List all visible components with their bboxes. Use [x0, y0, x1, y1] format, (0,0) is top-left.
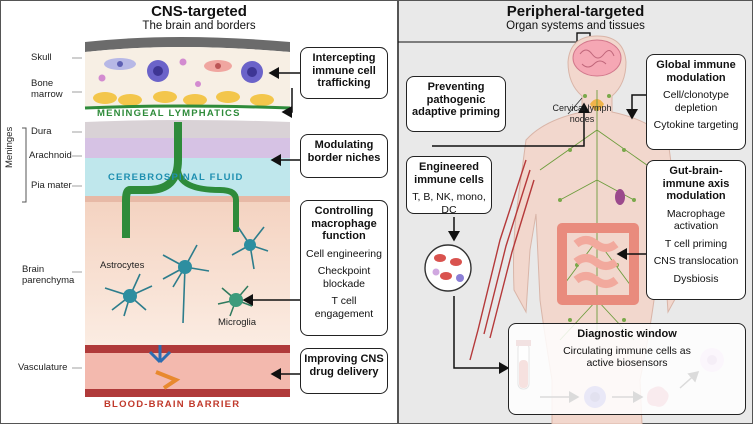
csf-label: CEREBROSPINAL FLUID: [108, 172, 244, 183]
left-arrows: [242, 67, 300, 380]
marrow-cells: [93, 58, 274, 106]
layer-ticks: [72, 57, 82, 369]
intestine-organ: [557, 223, 639, 305]
controlling-title: Controlling macrophage function: [311, 205, 377, 242]
engineered-title: Engineered immune cells: [414, 161, 484, 186]
microglia-body: [229, 293, 243, 307]
cell-engineering-item: Cell engineering: [306, 247, 382, 260]
diagnostic-title: Diagnostic window: [577, 328, 677, 340]
gut-item-4: Dysbiosis: [673, 272, 719, 285]
checkpoint-item: Checkpoint blockade: [317, 265, 371, 290]
engineered-box: Engineered immune cells T, B, NK, mono, …: [406, 156, 492, 216]
arachnoid-layer: [85, 138, 290, 158]
peripheral-subtitle: Organ systems and tissues: [506, 20, 645, 32]
bbb-label: BLOOD-BRAIN BARRIER: [104, 399, 241, 410]
astrocyte-body: [123, 289, 137, 303]
astrocyte-cells: [104, 226, 269, 324]
meninges-bracket: [22, 127, 27, 203]
meningeal-line: [84, 104, 291, 110]
meninges-label: Meninges: [4, 126, 15, 168]
parenchyma-label: Brain parenchyma: [22, 264, 75, 286]
skull-bone: [85, 37, 290, 52]
gut-item-3: CNS translocation: [653, 255, 739, 267]
global-item-1: Cell/clonotype depletion: [663, 89, 729, 114]
dura-layer: [85, 120, 290, 138]
skull-label: Skull: [31, 52, 52, 63]
blood-sample-circle: [424, 244, 472, 292]
controlling-box: Controlling macrophage function Cell eng…: [300, 200, 388, 336]
preventing-title: Preventing pathogenic adaptive priming: [411, 81, 501, 118]
blood-cells: [432, 254, 464, 282]
gut-title: Gut-brain-immune axis modulation: [662, 165, 730, 202]
bone-marrow-region: [85, 47, 290, 108]
global-item-2: Cytokine targeting: [653, 119, 739, 131]
gut-item-2: T cell priming: [664, 237, 728, 250]
cns-title: CNS-targeted: [151, 3, 247, 20]
improving-box: Improving CNS drug delivery: [300, 348, 388, 394]
cervical-label: Cervical lymph nodes: [552, 103, 612, 124]
spleen-organ: [615, 189, 625, 205]
antibody-icon: [148, 345, 181, 390]
lymphatic-branch: [175, 169, 239, 232]
diagnostic-subtitle: Circulating immune cells as active biose…: [563, 344, 691, 370]
meningeal-lymphatics-label: MENINGEAL LYMPHATICS: [97, 108, 241, 119]
dura-label: Dura: [31, 126, 52, 137]
astrocytes-label: Astrocytes: [100, 260, 145, 271]
gut-item-1: Macrophage activation: [666, 207, 726, 233]
tcell-engagement-item: T cell engagement: [314, 295, 374, 320]
microglia-label: Microglia: [218, 317, 257, 328]
vessel-lumen: [85, 353, 290, 389]
preventing-box: Preventing pathogenic adaptive priming: [406, 76, 506, 132]
engineered-subtitle: T, B, NK, mono, DC: [412, 191, 486, 216]
vasculature-label: Vasculature: [18, 362, 68, 373]
peripheral-title: Peripheral-targeted: [506, 3, 645, 20]
intercepting-title: Intercepting immune cell trafficking: [312, 52, 376, 89]
modulating-box: Modulating border niches: [300, 134, 388, 178]
modulating-title: Modulating border niches: [307, 139, 381, 164]
astrocyte-body: [244, 239, 256, 251]
cervical-pointer: [567, 97, 583, 115]
global-box: Global immune modulation Cell/clonotype …: [646, 54, 746, 150]
vessel-wall-top: [85, 345, 290, 353]
vessel-wall-bottom: [85, 389, 290, 397]
astrocyte-body: [178, 260, 192, 274]
diagnostic-box: Diagnostic window Circulating immune cel…: [508, 323, 746, 415]
cns-subtitle: The brain and borders: [142, 20, 256, 32]
improving-title: Improving CNS drug delivery: [304, 353, 384, 378]
arm-vessels: [469, 159, 535, 361]
pia-layer: [85, 196, 290, 202]
bone-marrow-label: Bone marrow: [31, 78, 63, 100]
intercepting-box: Intercepting immune cell trafficking: [300, 47, 388, 99]
brain-folds: [579, 49, 615, 68]
pia-mater-label: Pia mater: [31, 180, 72, 191]
arachnoid-label: Arachnoid: [29, 150, 72, 161]
global-title: Global immune modulation: [656, 59, 736, 84]
gut-box: Gut-brain-immune axis modulation Macroph…: [646, 160, 746, 300]
